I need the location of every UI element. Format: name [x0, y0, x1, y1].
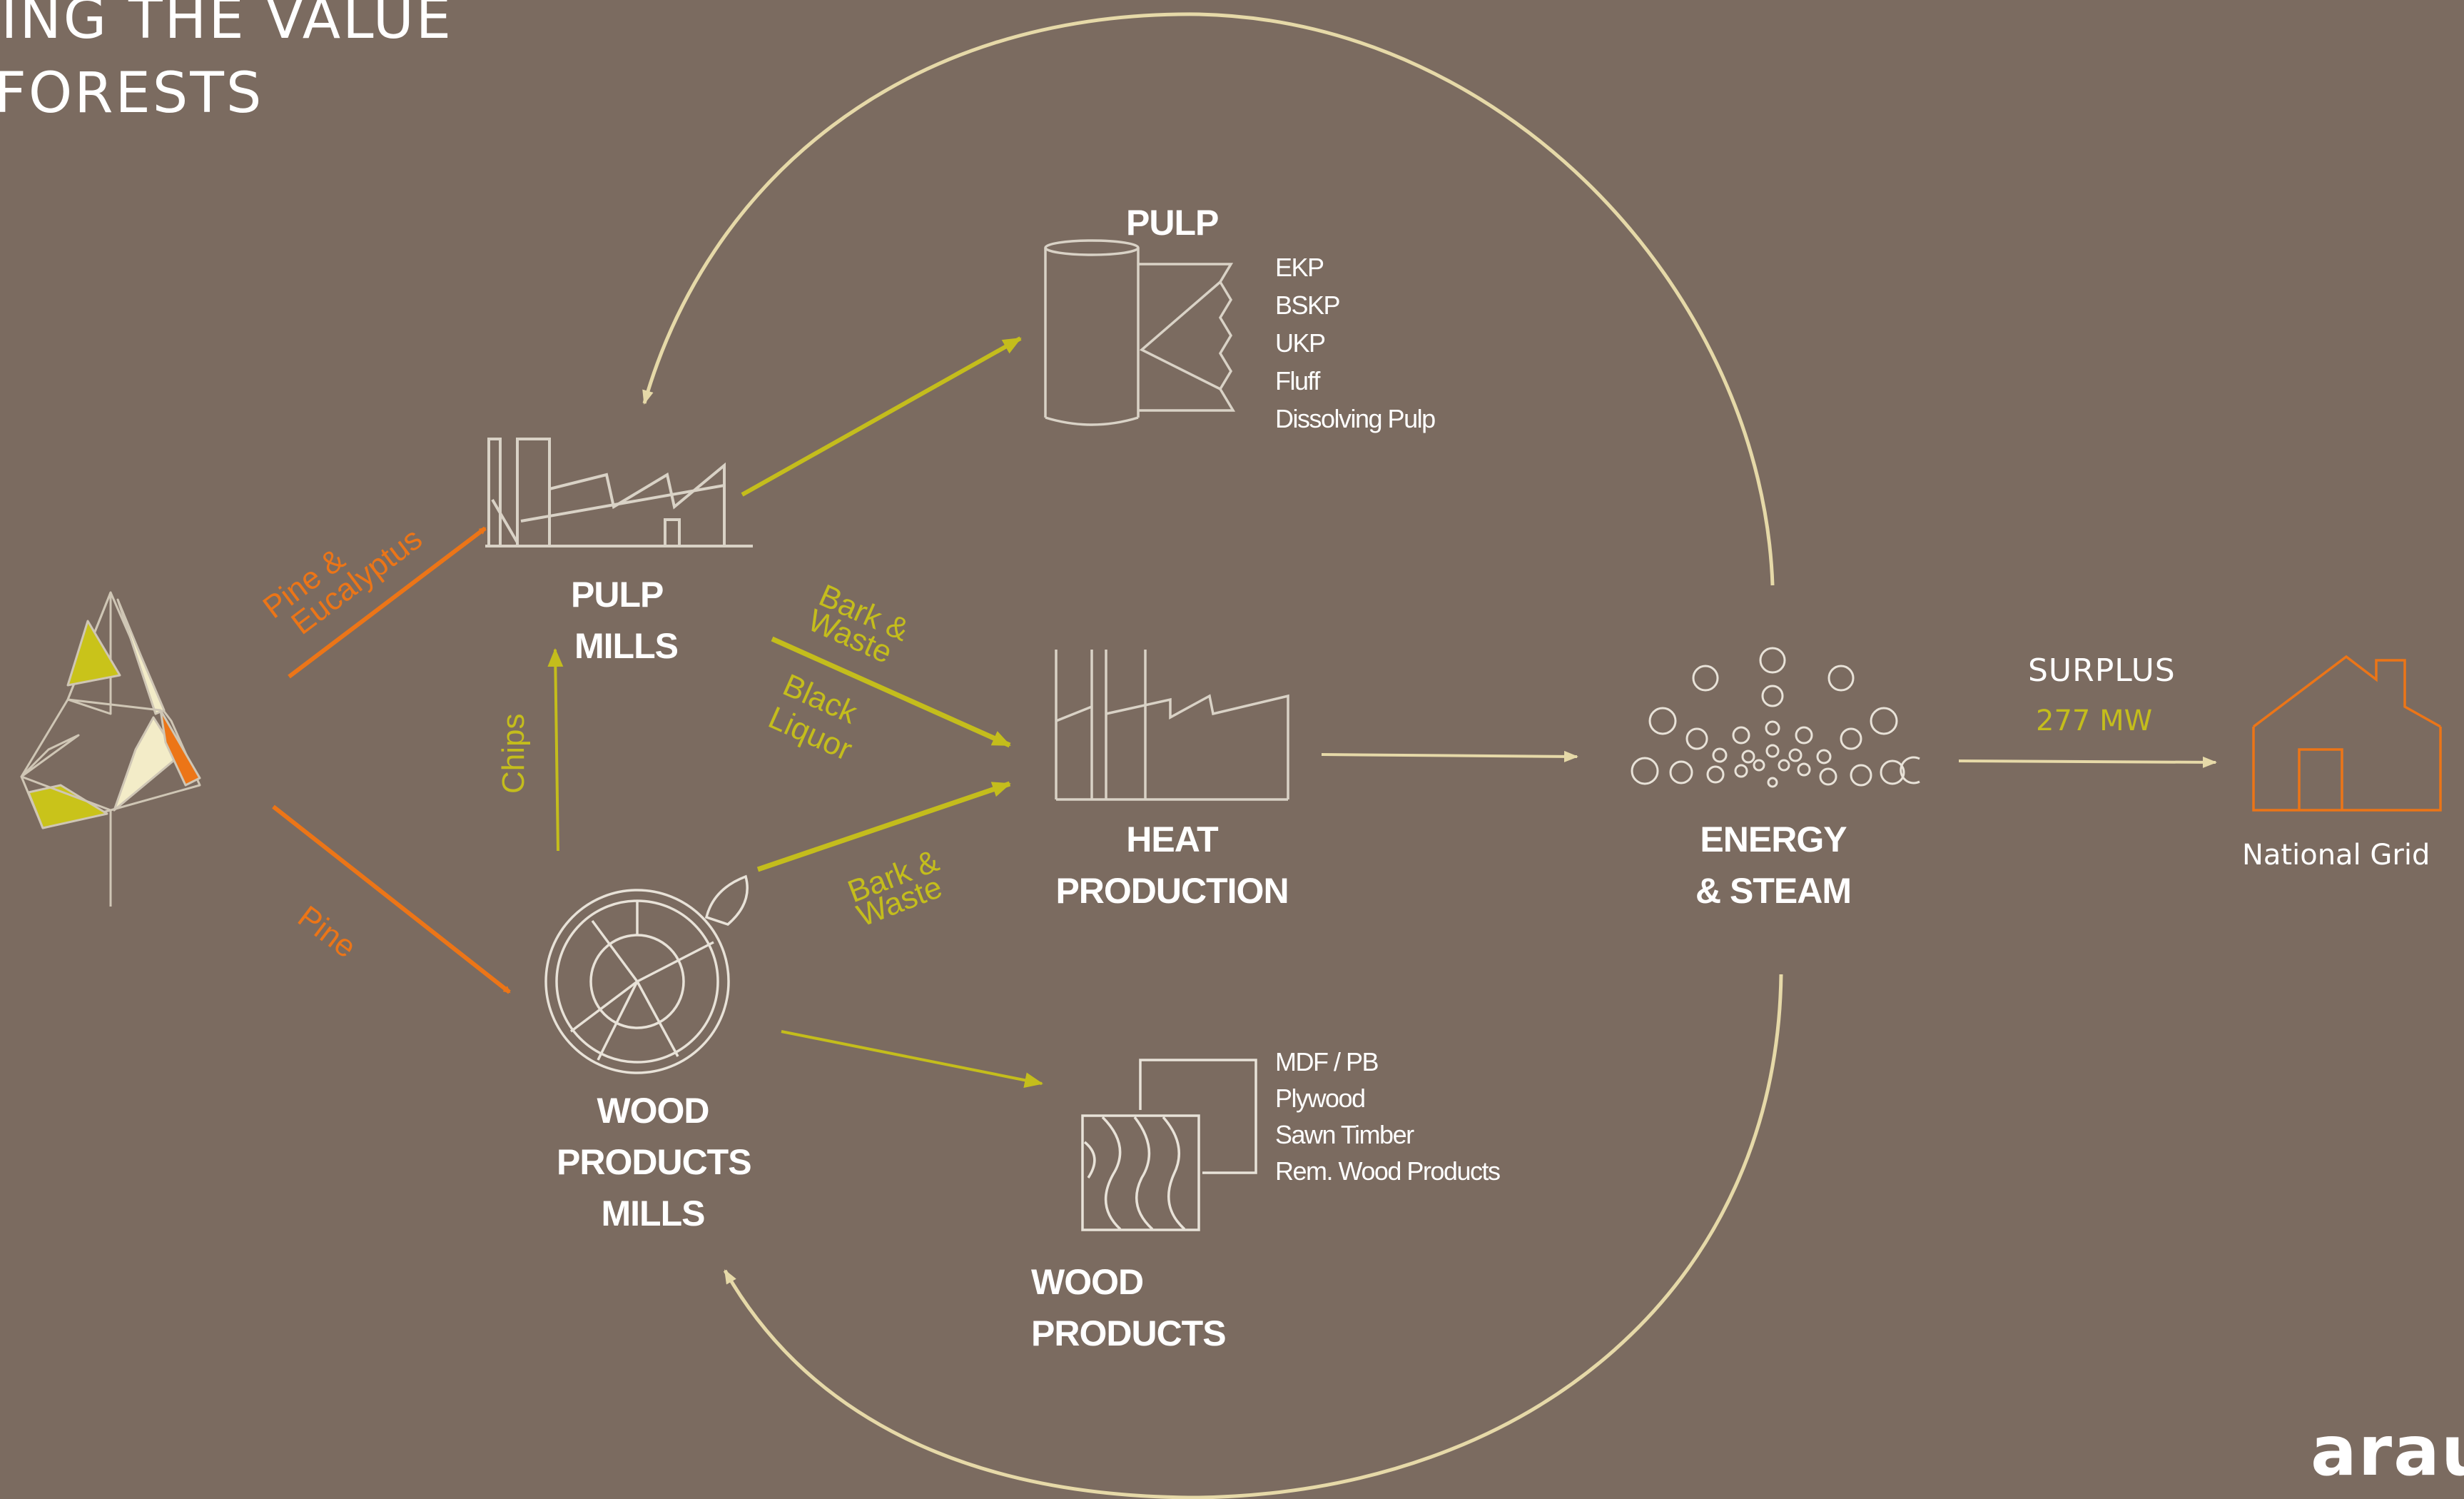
wood-products-label: WOOD PRODUCTS	[1031, 1256, 1227, 1359]
pulp-grade-item: BSKP	[1275, 291, 1341, 320]
heat-production-icon	[1055, 650, 1289, 801]
national-grid-label: National Grid	[2242, 839, 2430, 872]
heat-production-label: HEAT PRODUCTION	[1049, 814, 1295, 917]
wood-product-item: Sawn Timber	[1275, 1120, 1414, 1149]
log-cross-section-icon	[544, 874, 749, 1074]
wood-products-icon	[1081, 1059, 1257, 1231]
house-icon	[2252, 655, 2442, 812]
energy-steam-label: ENERGY & STEAM	[1684, 814, 1862, 917]
wood-product-item: Rem. Wood Products	[1275, 1156, 1501, 1186]
pulp-title: PULP	[1126, 203, 1219, 243]
pulp-grade-item: Fluff	[1275, 366, 1320, 395]
surplus-value: 277 MW	[2036, 705, 2153, 737]
pulp-mills-line-2: MILLS	[574, 626, 679, 666]
pulp-mills-label: PULP MILLS	[557, 569, 679, 672]
brand-logo: arau	[2311, 1411, 2464, 1491]
heat-line-2: PRODUCTION	[1055, 871, 1289, 911]
chips-arrow	[547, 648, 564, 852]
bottom-cycle-arc	[723, 974, 1783, 1499]
pulp-grades-list: EKP BSKP UKP Fluff Dissolving Pulp	[1275, 248, 1436, 438]
chips-flow-label: Chips	[496, 713, 531, 794]
heat-line-1: HEAT	[1126, 819, 1218, 859]
energy-steam-bubbles-icon	[1631, 647, 1920, 788]
pulp-roll-icon	[1044, 239, 1236, 426]
wood-product-item: MDF / PB	[1275, 1047, 1379, 1076]
wood-mills-line-1: WOOD	[597, 1091, 709, 1131]
pulp-mills-line-1: PULP	[571, 575, 664, 615]
pine-eucalyptus-arrow	[288, 526, 487, 679]
pulp-mill-icon	[485, 438, 753, 547]
top-cycle-arc	[642, 12, 1775, 586]
wood-products-list: MDF / PB Plywood Sawn Timber Rem. Wood P…	[1275, 1044, 1501, 1189]
pulp-grade-item: Dissolving Pulp	[1275, 404, 1436, 433]
slide-title-line-1: ZING THE VALUE	[0, 0, 454, 51]
wood-products-line-1: WOOD	[1031, 1262, 1144, 1302]
wood-product-item: Plywood	[1275, 1084, 1366, 1113]
slide-title-line-2: FORESTS	[0, 61, 264, 126]
tree-icon	[20, 591, 201, 907]
pulp-grade-item: EKP	[1275, 253, 1324, 282]
energy-to-grid-arrow	[1958, 756, 2217, 768]
energy-line-1: ENERGY	[1700, 819, 1847, 859]
wood-mill-to-products-arrow	[781, 1030, 1043, 1089]
wood-mill-bark-waste-arrow	[756, 781, 1011, 872]
wood-products-mills-label: WOOD PRODUCTS MILLS	[557, 1085, 752, 1239]
wood-products-line-2: PRODUCTS	[1031, 1313, 1227, 1353]
wood-mills-line-3: MILLS	[601, 1193, 706, 1233]
pine-arrow	[272, 804, 511, 994]
pulp-grade-item: UKP	[1275, 328, 1326, 358]
surplus-label: SURPLUS	[2028, 652, 2176, 689]
bark-waste-black-liquor-arrow	[771, 636, 1011, 748]
energy-line-2: & STEAM	[1695, 871, 1852, 911]
wood-mills-line-2: PRODUCTS	[557, 1142, 752, 1182]
heat-to-energy-arrow	[1321, 750, 1578, 762]
pulp-mill-to-pulp-arrow	[741, 336, 1022, 497]
